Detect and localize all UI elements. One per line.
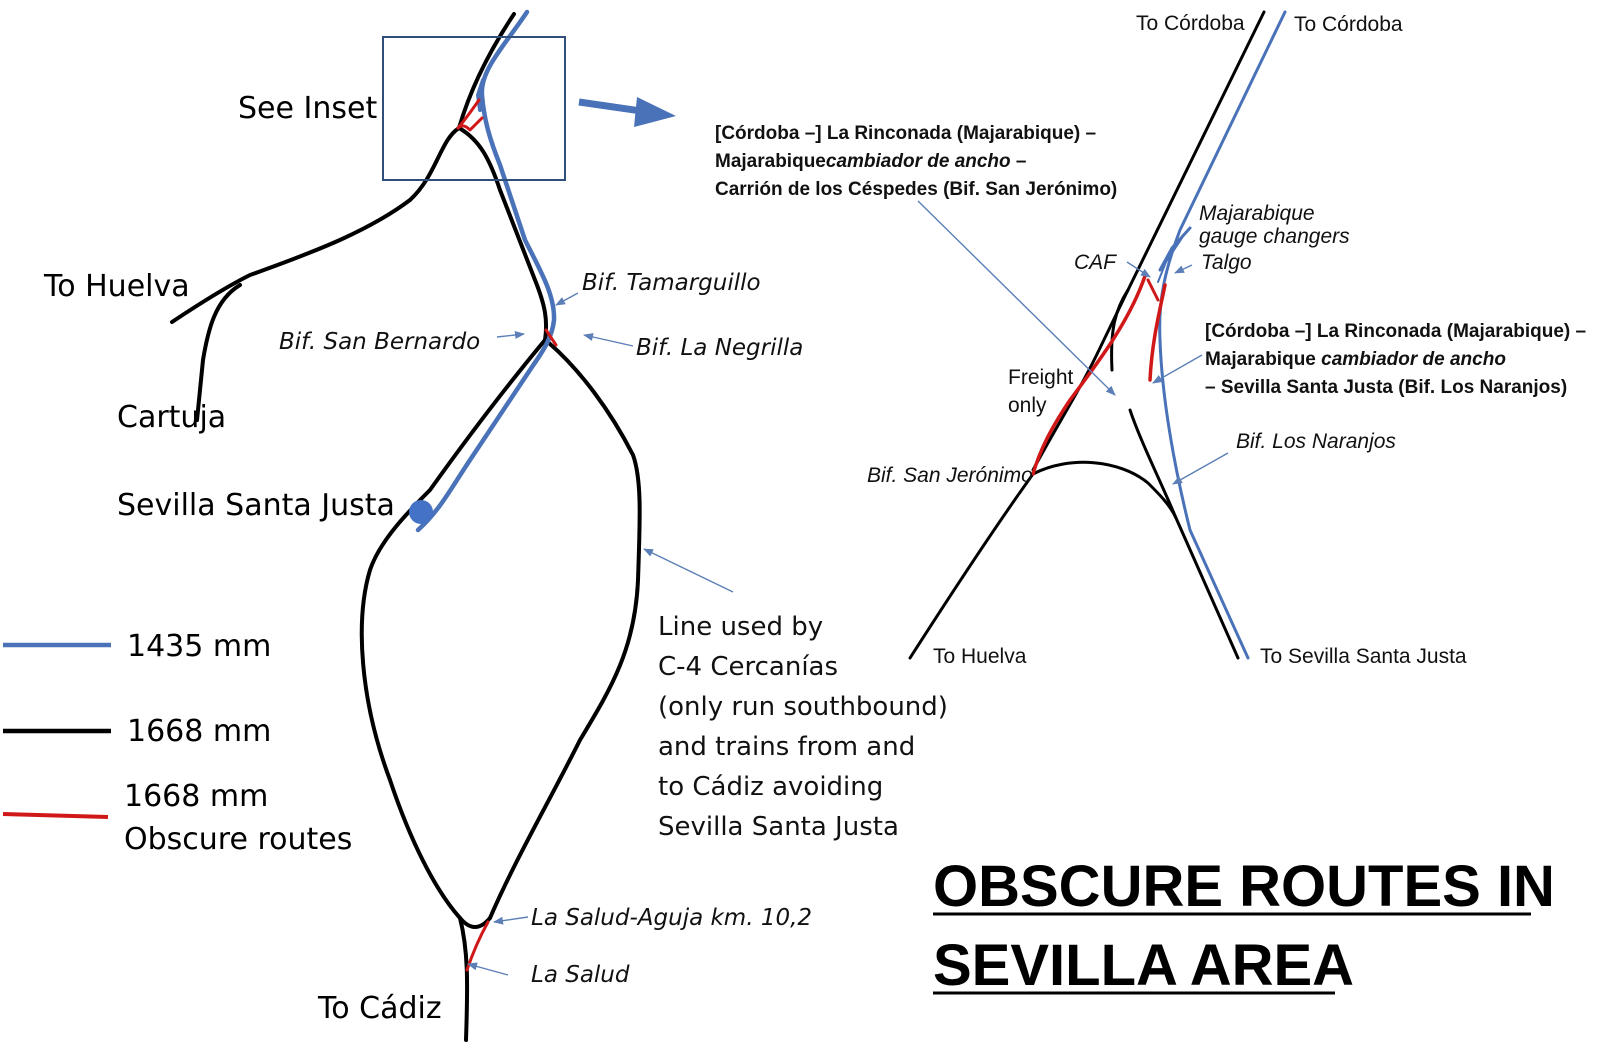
inset-label-bif-los-naranjos: Bif. Los Naranjos <box>1236 430 1396 453</box>
route1-cambiador: cambiador de ancho <box>826 151 1011 172</box>
label-bif-tamarguillo: Bif. Tamarguillo <box>582 270 761 296</box>
label-bif-la-negrilla: Bif. La Negrilla <box>636 335 803 361</box>
legend-label-iberian: 1668 mm <box>127 714 271 749</box>
main-map-tracks <box>170 9 642 1042</box>
inset-label-to-huelva: To Huelva <box>933 645 1027 668</box>
legend-label-obscure-1: 1668 mm <box>124 779 268 814</box>
inset-label-to-cordoba-left: To Córdoba <box>1136 12 1245 35</box>
route1-majarabique: Majarabique <box>715 151 826 172</box>
inset-label-to-cordoba-right: To Córdoba <box>1294 13 1403 36</box>
inset-arrow-icon <box>578 97 676 127</box>
label-la-salud: La Salud <box>531 962 630 988</box>
station-santa-justa-dot[interactable] <box>409 500 433 524</box>
inset-route2-caption: [Córdoba –] La Rinconada (Majarabique) –… <box>1205 321 1586 398</box>
route1-line-3: Carrión de los Céspedes (Bif. San Jeróni… <box>715 179 1117 200</box>
c4-note: Line used by C-4 Cercanías (only run sou… <box>658 612 948 842</box>
label-la-salud-aguja: La Salud-Aguja km. 10,2 <box>531 905 812 931</box>
inset-label-to-santa-justa: To Sevilla Santa Justa <box>1260 645 1467 668</box>
inset-label-talgo: Talgo <box>1201 251 1252 274</box>
label-bif-san-bernardo: Bif. San Bernardo <box>279 329 480 355</box>
route1-line-2: Majarabiquecambiador de ancho – <box>715 151 1027 172</box>
inset-route1-caption: [Córdoba –] La Rinconada (Majarabique) –… <box>715 123 1117 200</box>
route2-cambiador: cambiador de ancho <box>1321 349 1506 370</box>
c4-note-line: and trains from and <box>658 732 915 762</box>
pointer-tamarguillo <box>555 292 579 306</box>
pointer-los-naranjos <box>1172 452 1229 485</box>
inset-label-freight-1: Freight <box>1008 366 1074 389</box>
route-obscure-negrilla <box>544 328 558 347</box>
route2-line-3: – Sevilla Santa Justa (Bif. Los Naranjos… <box>1205 377 1567 398</box>
title: OBSCURE ROUTES IN SEVILLA AREA <box>933 854 1555 998</box>
inset-label-bif-san-jeronimo: Bif. San Jerónimo <box>867 464 1033 487</box>
label-to-huelva: To Huelva <box>43 269 190 304</box>
track-iberian-cadiz <box>458 916 492 1042</box>
track-iberian-north <box>457 12 516 130</box>
route1-dash: – <box>1011 151 1027 172</box>
track-standard-main <box>415 9 557 533</box>
c4-note-line: Line used by <box>658 612 823 642</box>
pointer-c4-line <box>643 548 734 593</box>
title-line-1: OBSCURE ROUTES IN <box>933 854 1555 919</box>
title-line-2: SEVILLA AREA <box>933 933 1354 998</box>
inset-track-to-huelva <box>908 472 1035 660</box>
inset-track-connecting <box>1031 460 1178 520</box>
inset-label-gauge-changers-1: Majarabique <box>1199 202 1315 225</box>
pointer-la-salud-aguja <box>493 916 529 925</box>
track-iberian-to-tamarguillo <box>457 126 549 342</box>
pointer-san-bernardo <box>496 331 525 339</box>
route2-majarabique: Majarabique <box>1205 349 1316 370</box>
legend-label-obscure-2: Obscure routes <box>124 822 352 857</box>
label-to-cadiz: To Cádiz <box>317 991 442 1026</box>
route-obscure-la-salud <box>465 920 490 972</box>
inset-label-caf: CAF <box>1074 251 1117 274</box>
label-see-inset: See Inset <box>238 91 377 126</box>
route-obscure-inset <box>456 98 484 132</box>
inset-tracks <box>908 10 1287 660</box>
pointer-route1 <box>917 200 1116 396</box>
inset-label-gauge-changers-2: gauge changers <box>1199 225 1350 248</box>
legend: 1435 mm 1668 mm 1668 mm Obscure routes <box>2 629 352 857</box>
track-iberian-west-loop <box>359 338 547 920</box>
legend-label-standard: 1435 mm <box>127 629 271 664</box>
inset-track-standard-changer <box>1158 226 1192 272</box>
pointer-caf <box>1126 261 1151 278</box>
inset-route-obscure-c <box>1146 278 1160 302</box>
c4-note-line: C-4 Cercanías <box>658 652 838 682</box>
inset-track-iberian-south <box>1128 408 1240 660</box>
pointer-talgo <box>1174 264 1193 274</box>
route2-line-2: Majarabique cambiador de ancho <box>1205 349 1506 370</box>
pointer-route2 <box>1152 354 1203 384</box>
track-iberian-cartuja <box>195 283 242 422</box>
c4-note-line: Sevilla Santa Justa <box>658 812 899 842</box>
inset-track-standard-changer-2 <box>1157 237 1183 283</box>
legend-swatch-obscure <box>2 812 109 819</box>
c4-note-line: to Cádiz avoiding <box>658 772 883 802</box>
pointer-la-negrilla <box>583 333 634 347</box>
main-map-pointers <box>467 292 734 976</box>
c4-note-line: (only run southbound) <box>658 692 948 722</box>
route2-line-1: [Córdoba –] La Rinconada (Majarabique) – <box>1205 321 1586 342</box>
label-santa-justa: Sevilla Santa Justa <box>117 488 395 523</box>
track-standard-inset-spur <box>476 78 485 112</box>
inset-track-freight <box>1110 288 1130 372</box>
inset-track-standard <box>1158 10 1287 660</box>
inset-locator-box[interactable] <box>382 36 566 181</box>
route1-line-1: [Córdoba –] La Rinconada (Majarabique) – <box>715 123 1096 144</box>
track-iberian-huelva <box>170 126 461 324</box>
inset-pointers <box>917 200 1229 485</box>
inset-route-obscure-b <box>1148 283 1167 382</box>
track-iberian-east-loop <box>488 341 642 920</box>
label-cartuja: Cartuja <box>117 400 226 435</box>
inset-label-freight-2: only <box>1008 394 1047 417</box>
inset-route-obscure-a <box>1031 274 1147 476</box>
pointer-la-salud <box>467 962 509 976</box>
